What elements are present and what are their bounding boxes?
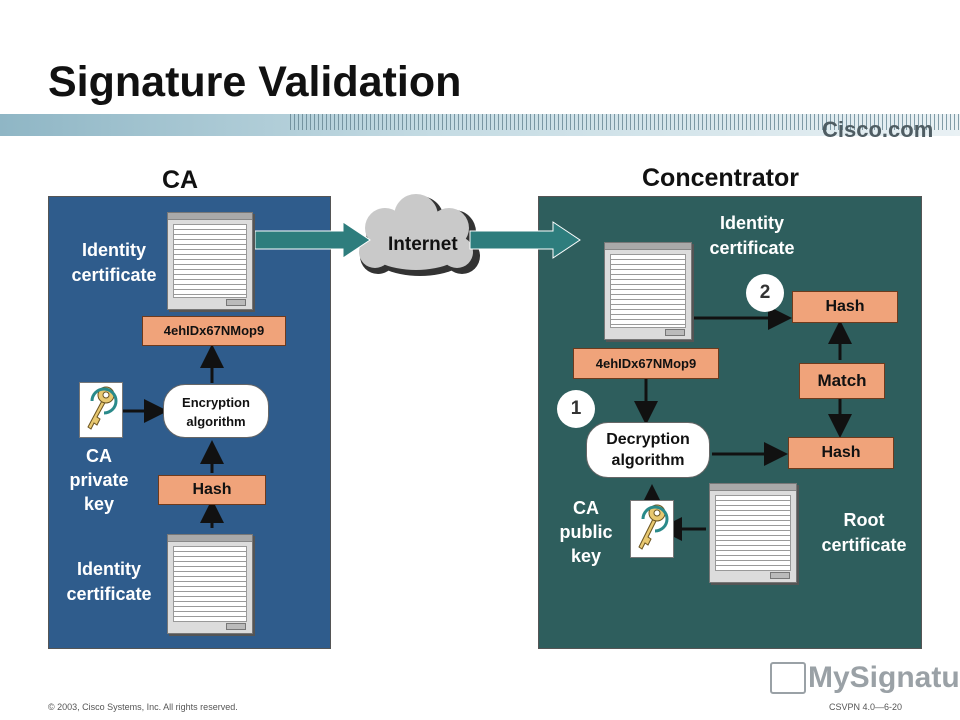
ca-private-key-label: CA private key <box>69 446 129 514</box>
cloud-icon <box>359 194 480 276</box>
internet-label: Internet <box>388 234 458 255</box>
hash-top-box: Hash <box>792 291 898 323</box>
mysignature-logo-icon <box>770 662 806 694</box>
key-icon <box>79 382 123 438</box>
ca-heading: CA <box>162 166 199 194</box>
hash-bottom-box: Hash <box>788 437 894 469</box>
page-title: Signature Validation <box>48 58 462 106</box>
concentrator-identity-certificate-label: Identity certificate <box>709 213 795 258</box>
concentrator-heading: Concentrator <box>642 164 799 192</box>
arrow-icon <box>254 221 371 259</box>
mysignature-logo: MySignature <box>808 661 960 694</box>
copyright: © 2003, Cisco Systems, Inc. All rights r… <box>48 702 238 712</box>
certificate-icon <box>167 534 253 634</box>
ca-identity-certificate-top: Identity certificate <box>71 240 157 285</box>
certificate-icon <box>604 242 692 340</box>
cisco-logo: Cisco.com <box>822 117 934 142</box>
root-certificate-label: Root certificate <box>821 510 907 555</box>
decryption-algorithm: Decryption algorithm <box>586 422 710 478</box>
key-icon <box>630 500 674 558</box>
course-code: CSVPN 4.0—6-20 <box>829 702 903 712</box>
encryption-algorithm: Encryption algorithm <box>163 384 269 438</box>
certificate-icon <box>167 212 253 310</box>
concentrator-signature-box: 4ehIDx67NMop9 <box>573 348 719 379</box>
step-2-badge: 2 <box>746 274 784 312</box>
match-box: Match <box>799 363 885 399</box>
ca-hash-box: Hash <box>158 475 266 505</box>
certificate-icon <box>709 483 797 583</box>
step-1-badge: 1 <box>557 390 595 428</box>
ca-identity-certificate-bottom: Identity certificate <box>66 559 152 604</box>
header-ticks <box>290 114 960 130</box>
ca-signature-box: 4ehIDx67NMop9 <box>142 316 286 346</box>
arrow-icon <box>469 221 581 259</box>
ca-public-key-label: CA public key <box>559 498 613 566</box>
